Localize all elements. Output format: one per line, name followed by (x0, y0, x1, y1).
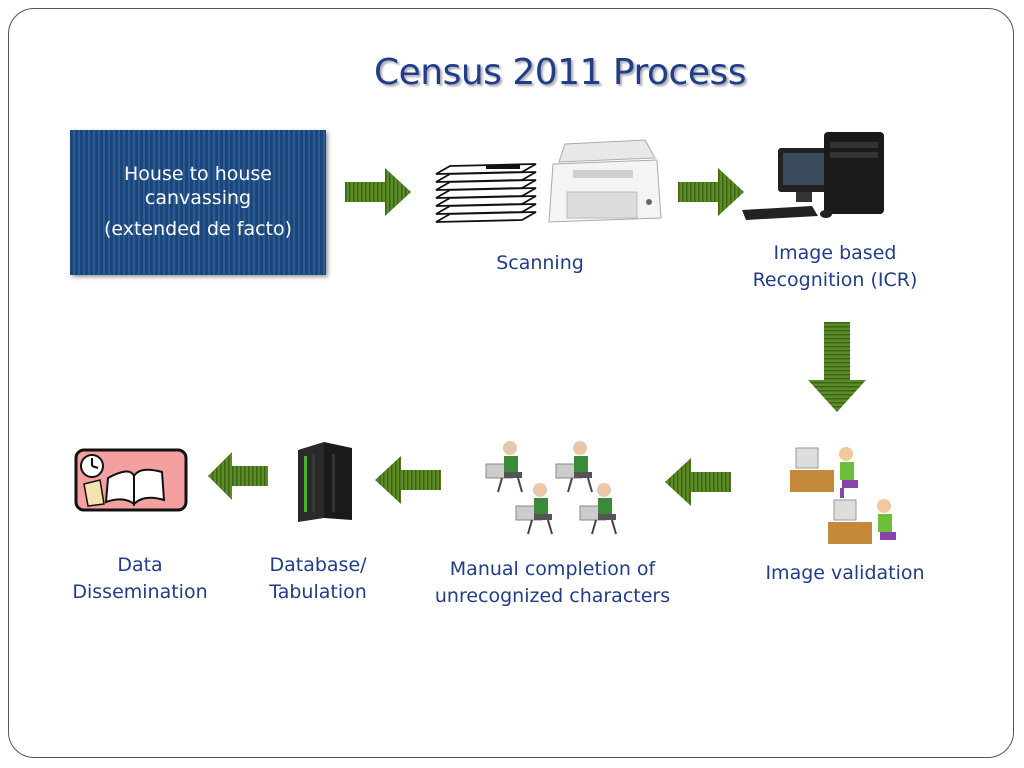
data-entry-operators-icon (485, 440, 617, 535)
paper-stack-icon (435, 163, 537, 223)
manual-line1: Manual completion of (449, 558, 656, 580)
database-label: Database/ Tabulation (248, 552, 388, 606)
operators-at-desks-icon (790, 447, 896, 544)
database-line1: Database/ (269, 554, 367, 576)
manual-label: Manual completion of unrecognized charac… (420, 556, 685, 610)
desktop-computer-icon (742, 132, 884, 220)
icr-line2: Recognition (ICR) (752, 269, 918, 291)
arrow-right-icon (678, 168, 744, 216)
canvassing-box: House to house canvassing (extended de f… (70, 130, 326, 275)
scanning-label: Scanning (496, 252, 584, 274)
validation-label: Image validation (765, 562, 925, 584)
icr-line1: Image based (773, 242, 897, 264)
server-rack-icon (298, 442, 352, 522)
dissemination-label: Data Dissemination (60, 552, 220, 606)
scanner-icon (548, 139, 662, 223)
canvassing-label: House to house canvassing (70, 162, 326, 210)
canvassing-line3: (extended de facto) (103, 218, 293, 240)
arrow-left-icon (375, 456, 441, 504)
canvassing-line1: House to house (124, 163, 272, 185)
canvassing-line2: canvassing (144, 187, 252, 209)
arrow-right-icon (345, 168, 411, 216)
icr-label: Image based Recognition (ICR) (735, 240, 935, 294)
book-and-clock-icon (74, 448, 188, 512)
arrow-left-icon (665, 458, 731, 506)
manual-line2: unrecognized characters (434, 585, 671, 607)
arrow-down-icon (808, 322, 866, 412)
dissemination-line2: Dissemination (72, 581, 208, 603)
arrow-left-icon (208, 452, 268, 500)
database-line2: Tabulation (269, 581, 367, 603)
page-title: Census 2011 Process (374, 52, 747, 93)
dissemination-line1: Data (117, 554, 163, 576)
